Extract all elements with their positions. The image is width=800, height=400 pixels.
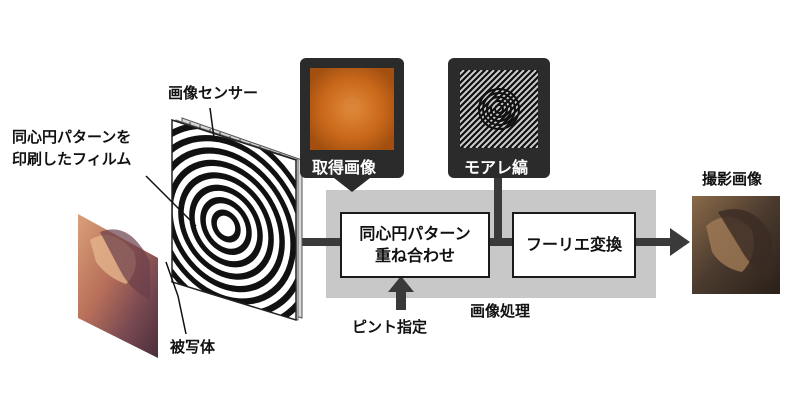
overlay-box-line1: 同心円パターン [359, 224, 471, 243]
subject-image [78, 214, 158, 358]
leader-subject [165, 261, 179, 297]
output-image [692, 196, 780, 294]
film-label-line1: 同心円パターンを [12, 128, 132, 146]
output-label: 撮影画像 [702, 170, 763, 188]
fourier-box: フーリエ変換 [512, 212, 636, 278]
film-border [171, 118, 297, 322]
arrow-fourier-to-output-shaft [636, 238, 672, 246]
arrow-overlay-to-fourier [490, 238, 512, 246]
moire-connector [494, 178, 502, 240]
arrow-focus-head [388, 276, 414, 292]
sensor-label: 画像センサー [168, 84, 259, 102]
captured-callout [300, 58, 404, 192]
moire-title: モアレ縞 [464, 158, 529, 177]
film-label-line2: 印刷したフィルム [12, 150, 132, 168]
flow-arrows [296, 178, 690, 310]
leader-film [145, 175, 197, 227]
captured-title: 取得画像 [312, 158, 377, 177]
overlay-box-line2: 重ね合わせ [374, 246, 455, 265]
leader-lines [145, 107, 215, 335]
leader-sensor [209, 107, 215, 139]
leader-subject-2 [177, 295, 187, 335]
arrow-focus-shaft [396, 290, 406, 310]
film-pattern [172, 120, 296, 320]
subject-label: 被写体 [170, 338, 216, 356]
arrow-fourier-to-output-head [670, 228, 690, 256]
moire-image [460, 70, 538, 148]
arrow-sensor-to-overlay [296, 238, 340, 246]
moire-callout [448, 58, 550, 178]
focus-label: ピント指定 [352, 318, 428, 336]
overlay-box: 同心円パターン 重ね合わせ [340, 212, 490, 278]
processing-label: 画像処理 [470, 302, 531, 320]
